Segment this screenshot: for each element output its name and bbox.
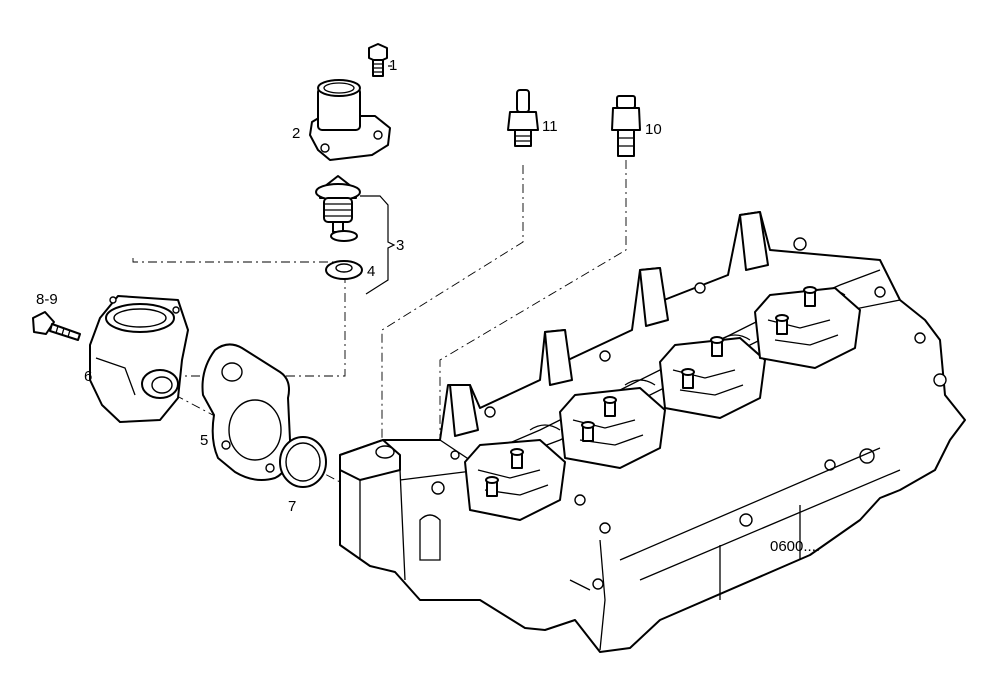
part-4-seal <box>325 260 363 280</box>
part-6-thermostat-housing <box>89 295 189 423</box>
callout-7: 7 <box>288 498 297 515</box>
part-7-o-ring <box>279 436 327 488</box>
part-1-bolt <box>368 43 388 77</box>
part-5-gasket <box>201 343 292 481</box>
part-11-sensor <box>507 89 539 147</box>
callout-11: 11 <box>542 118 558 135</box>
part-8-9-bolt <box>32 311 81 341</box>
callout-5: 5 <box>200 432 209 449</box>
part-3-thermostat <box>315 175 361 242</box>
reference-code: 0600.... <box>770 538 821 555</box>
callout-3: 3 <box>396 237 405 254</box>
callout-4: 4 <box>367 263 376 280</box>
callout-2: 2 <box>292 125 301 142</box>
part-10-sensor <box>611 95 641 157</box>
callout-6: 6 <box>84 368 93 385</box>
part-2-thermostat-cover <box>309 79 391 161</box>
cylinder-head <box>339 211 966 653</box>
leader-3 <box>360 195 396 295</box>
callout-10: 10 <box>645 121 662 138</box>
callout-1: 1 <box>389 57 398 74</box>
callout-8-9: 8-9 <box>36 291 58 308</box>
